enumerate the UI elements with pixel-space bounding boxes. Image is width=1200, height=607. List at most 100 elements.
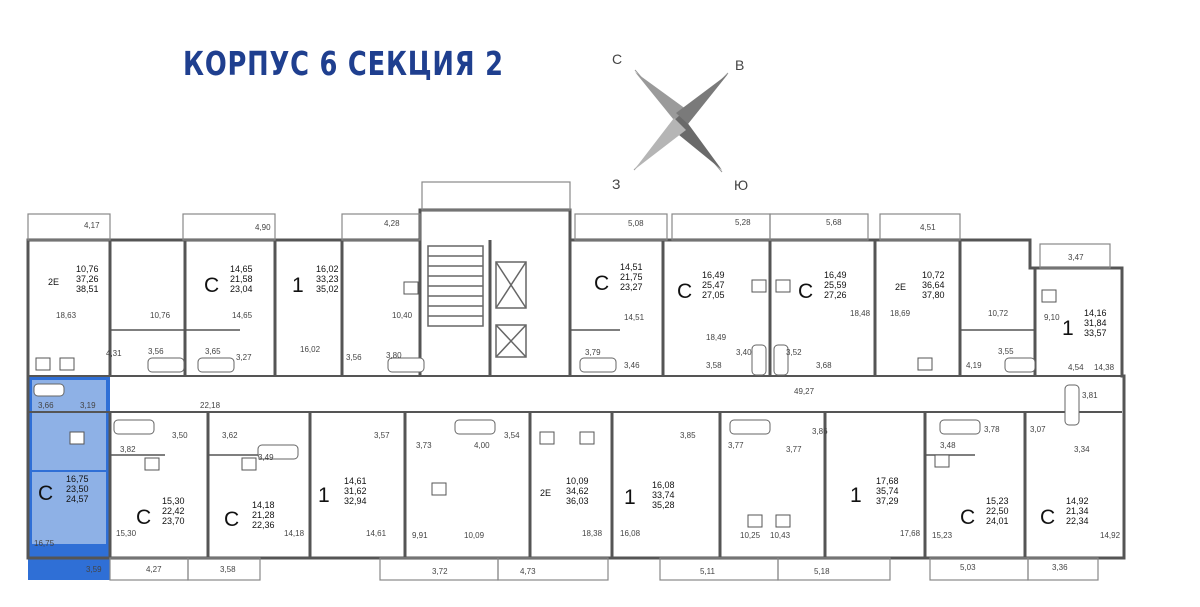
- room-area-label: 3,59: [86, 565, 102, 574]
- svg-text:23,70: 23,70: [162, 516, 185, 526]
- svg-text:С: С: [960, 506, 975, 529]
- svg-text:15,23: 15,23: [986, 496, 1009, 506]
- svg-text:1: 1: [1062, 317, 1074, 340]
- room-area-label: 22,18: [200, 401, 221, 410]
- room-area-label: 3,54: [504, 431, 520, 440]
- room-area-label: 5,03: [960, 563, 976, 572]
- room-area-label: 14,38: [1094, 363, 1115, 372]
- svg-text:14,16: 14,16: [1084, 308, 1107, 318]
- svg-text:31,62: 31,62: [344, 486, 367, 496]
- room-area-label: 3,27: [236, 353, 252, 362]
- svg-text:С: С: [677, 280, 692, 303]
- svg-text:10,76: 10,76: [76, 264, 99, 274]
- svg-text:10,72: 10,72: [922, 270, 945, 280]
- room-area-label: 3,48: [940, 441, 956, 450]
- room-area-label: 15,23: [932, 531, 953, 540]
- svg-text:24,57: 24,57: [66, 494, 89, 504]
- svg-text:22,34: 22,34: [1066, 516, 1089, 526]
- svg-text:16,75: 16,75: [66, 474, 89, 484]
- room-area-label: 3,66: [38, 401, 54, 410]
- svg-text:14,65: 14,65: [230, 264, 253, 274]
- room-area-label: 3,78: [984, 425, 1000, 434]
- room-area-label: 3,73: [416, 441, 432, 450]
- room-area-label: 16,02: [300, 345, 321, 354]
- room-area-label: 3,58: [706, 361, 722, 370]
- svg-text:15,30: 15,30: [162, 496, 185, 506]
- svg-text:23,50: 23,50: [66, 484, 89, 494]
- room-area-labels: 4,17 4,90 4,28 5,08 5,28 5,68 4,51 3,47 …: [34, 218, 1121, 576]
- svg-text:21,34: 21,34: [1066, 506, 1089, 516]
- svg-text:21,28: 21,28: [252, 510, 275, 520]
- svg-text:С: С: [224, 508, 239, 531]
- compass-east-label: В: [735, 57, 744, 73]
- room-area-label: 4,51: [920, 223, 936, 232]
- room-area-label: 3,36: [1052, 563, 1068, 572]
- svg-text:22,50: 22,50: [986, 506, 1009, 516]
- room-area-label: 3,46: [624, 361, 640, 370]
- svg-text:16,49: 16,49: [824, 270, 847, 280]
- svg-text:21,58: 21,58: [230, 274, 253, 284]
- svg-text:С: С: [594, 272, 609, 295]
- svg-text:16,02: 16,02: [316, 264, 339, 274]
- room-area-label: 4,73: [520, 567, 536, 576]
- room-area-label: 3,52: [786, 348, 802, 357]
- svg-text:35,28: 35,28: [652, 500, 675, 510]
- svg-text:35,02: 35,02: [316, 284, 339, 294]
- svg-text:С: С: [204, 274, 219, 297]
- svg-text:33,57: 33,57: [1084, 328, 1107, 338]
- svg-text:1: 1: [850, 484, 862, 507]
- room-area-label: 18,63: [56, 311, 77, 320]
- room-area-label: 18,38: [582, 529, 603, 538]
- room-area-label: 15,30: [116, 529, 137, 538]
- svg-text:23,27: 23,27: [620, 282, 643, 292]
- svg-text:37,29: 37,29: [876, 496, 899, 506]
- room-area-label: 10,43: [770, 531, 791, 540]
- room-area-label: 3,57: [374, 431, 390, 440]
- svg-text:С: С: [1040, 506, 1055, 529]
- bathtub-icons: [33, 344, 1080, 460]
- svg-text:1: 1: [624, 486, 636, 509]
- compass-south-label: Ю: [734, 177, 748, 193]
- svg-text:2Е: 2Е: [48, 277, 59, 287]
- svg-text:17,68: 17,68: [876, 476, 899, 486]
- room-area-label: 3,58: [220, 565, 236, 574]
- room-area-label: 18,69: [890, 309, 911, 318]
- svg-text:22,36: 22,36: [252, 520, 275, 530]
- room-area-label: 3,68: [816, 361, 832, 370]
- room-area-label: 4,00: [474, 441, 490, 450]
- room-area-label: 4,54: [1068, 363, 1084, 372]
- svg-text:2Е: 2Е: [540, 488, 551, 498]
- room-area-label: 3,86: [812, 427, 828, 436]
- room-area-label: 4,27: [146, 565, 162, 574]
- balconies: [27, 181, 1111, 581]
- room-area-label: 17,68: [900, 529, 921, 538]
- room-area-label: 14,92: [1100, 531, 1121, 540]
- room-area-label: 3,62: [222, 431, 238, 440]
- compass-north-label: С: [612, 51, 622, 67]
- svg-text:С: С: [136, 506, 151, 529]
- svg-text:25,59: 25,59: [824, 280, 847, 290]
- svg-text:31,84: 31,84: [1084, 318, 1107, 328]
- room-area-label: 16,75: [34, 539, 55, 548]
- room-area-label: 10,09: [464, 531, 485, 540]
- room-area-label: 18,49: [706, 333, 727, 342]
- svg-text:21,75: 21,75: [620, 272, 643, 282]
